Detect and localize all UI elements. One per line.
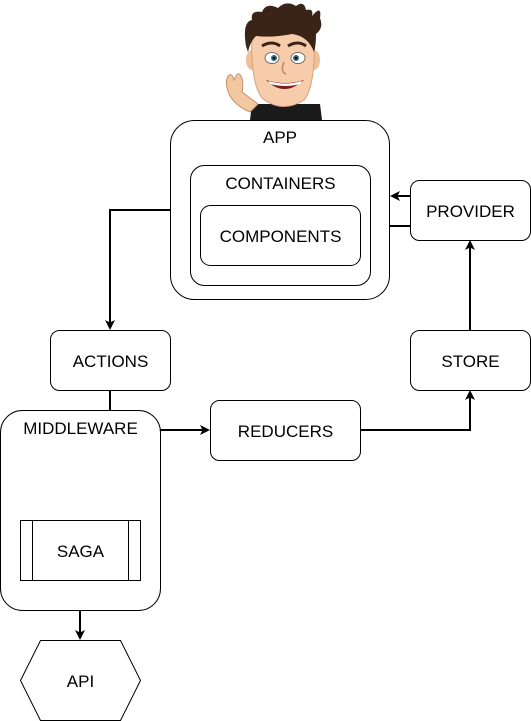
node-components: COMPONENTS [200, 205, 361, 266]
connector-reducers-to-store [360, 390, 475, 431]
node-app-label: APP [263, 128, 297, 147]
node-saga-label: SAGA [57, 542, 105, 561]
node-actions: ACTIONS [50, 330, 171, 391]
node-saga: SAGA [20, 520, 141, 581]
node-components-label: COMPONENTS [220, 227, 342, 246]
node-store: STORE [410, 330, 531, 391]
node-api: API [19, 640, 142, 721]
node-provider-label: PROVIDER [426, 202, 515, 221]
node-provider: PROVIDER [410, 180, 531, 241]
node-reducers: REDUCERS [210, 400, 361, 461]
connector-app-to-actions [105, 209, 170, 330]
node-api-label: API [67, 672, 94, 691]
node-reducers-label: REDUCERS [238, 422, 333, 441]
node-store-label: STORE [441, 352, 499, 371]
node-actions-label: ACTIONS [73, 352, 149, 371]
node-middleware-label: MIDDLEWARE [23, 419, 138, 438]
mascot-icon [225, 3, 322, 120]
node-containers-label: CONTAINERS [225, 174, 335, 193]
